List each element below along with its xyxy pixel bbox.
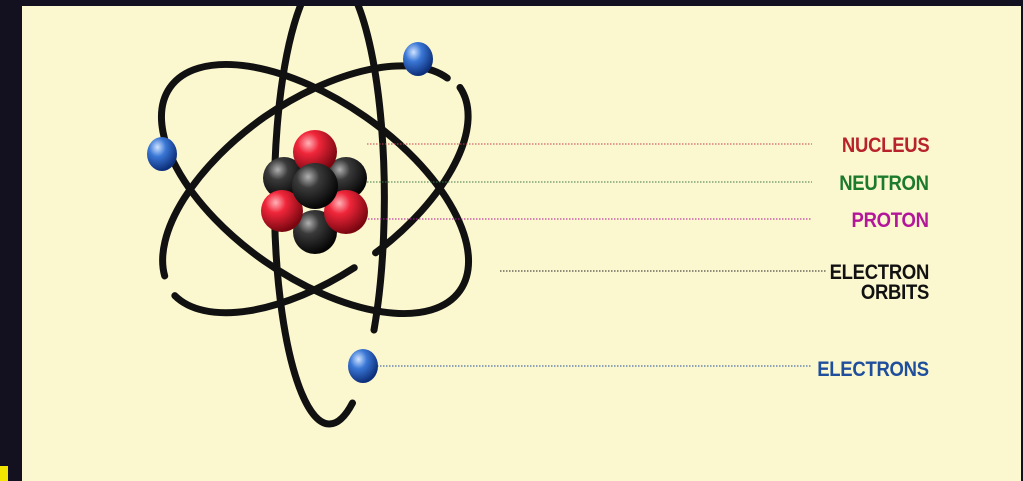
atom-diagram (22, 6, 1021, 481)
neutron-label: NEUTRON (839, 174, 929, 194)
atom-diagram-panel: NUCLEUS NEUTRON PROTON ELECTRON ORBITS E… (22, 6, 1021, 481)
proton-label: PROTON (852, 211, 929, 231)
electron-particle (403, 42, 433, 76)
electron-orbits-label-line2: ORBITS (829, 283, 929, 303)
electrons-label: ELECTRONS (817, 360, 929, 380)
electron-orbits-label: ELECTRON ORBITS (829, 263, 929, 303)
pointer-lines (352, 144, 827, 366)
nucleus-label: NUCLEUS (842, 136, 929, 156)
corner-mark (0, 466, 8, 481)
electron-orbits-label-line1: ELECTRON (829, 263, 929, 283)
neutron-particle (292, 163, 338, 209)
electron-particle (147, 137, 177, 171)
electron-particle (348, 349, 378, 383)
